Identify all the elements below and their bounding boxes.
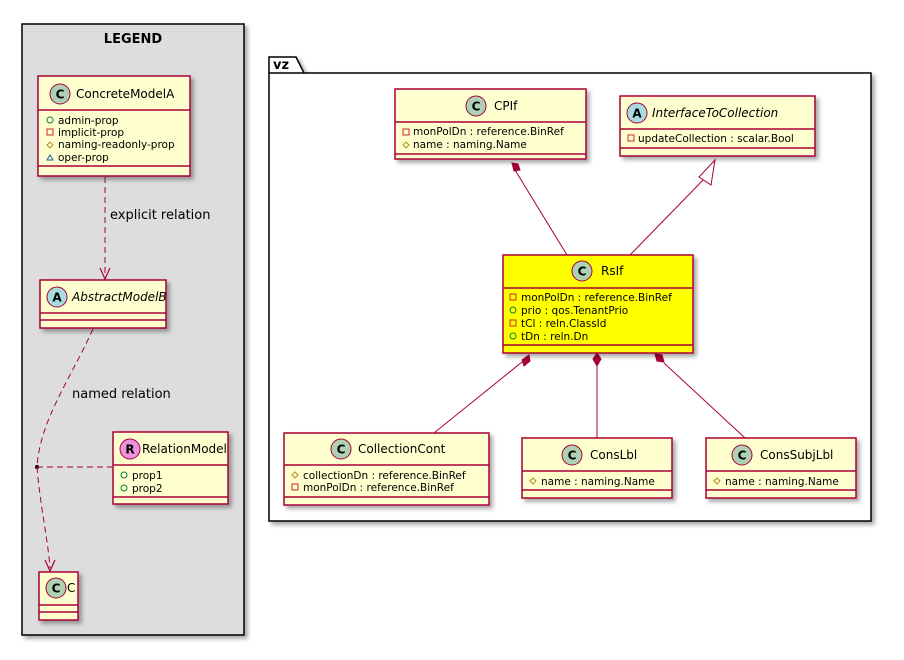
public-visibility-icon (120, 484, 128, 492)
svg-text:C: C (568, 449, 577, 463)
svg-text:C: C (52, 582, 61, 596)
private-visibility-icon (402, 128, 410, 136)
private-visibility-icon (46, 128, 54, 136)
edge-rsif-collectioncont-composition (433, 354, 531, 434)
class-badge-icon (465, 95, 487, 117)
edge-named-relation: named relation (35, 328, 171, 573)
legend-panel: LEGEND C ConcreteModelA admin-prop impli… (21, 23, 245, 636)
attr-tdn: tDn : reln.Dn (521, 331, 588, 343)
class-cons-lbl[interactable]: C ConsLbl name : naming.Name (521, 437, 673, 499)
private-visibility-icon (509, 293, 517, 301)
public-visibility-icon (509, 306, 517, 314)
edge-rsif-interface-inheritance (629, 158, 716, 256)
private-visibility-icon (627, 134, 635, 142)
class-collection-cont[interactable]: C CollectionCont collectionDn : referenc… (283, 432, 490, 506)
attr-naming-readonly-prop: naming-readonly-prop (58, 139, 175, 151)
legend-title: LEGEND (104, 32, 163, 47)
attr-implicit-prop: implicit-prop (58, 127, 124, 139)
package-vz: vz C CPIf (268, 56, 872, 522)
class-relation-model[interactable]: R RelationModel prop1 prop2 (112, 431, 229, 505)
svg-text:A: A (632, 107, 642, 121)
explicit-relation-label: explicit relation (110, 208, 210, 223)
class-c[interactable]: C C (38, 571, 79, 621)
svg-text:A: A (52, 291, 62, 305)
svg-text:C: C (578, 265, 587, 279)
class-badge-icon (49, 83, 71, 105)
abstract-badge-icon (626, 102, 648, 124)
relation-badge-icon (119, 438, 141, 460)
edge-rsif-conslbl-composition (592, 352, 602, 438)
public-visibility-icon (120, 471, 128, 479)
class-name: ConsLbl (590, 448, 637, 462)
class-badge-icon (561, 444, 583, 466)
class-name: CPIf (494, 99, 518, 113)
protected-visibility-icon (713, 477, 721, 485)
attr-monpoldn: monPolDn : reference.BinRef (413, 126, 564, 138)
svg-text:C: C (56, 88, 65, 102)
attr-monpoldn: monPolDn : reference.BinRef (521, 292, 672, 304)
class-name: CollectionCont (358, 442, 446, 456)
attr-collectiondn: collectionDn : reference.BinRef (303, 470, 466, 482)
attr-monpoldn: monPolDn : reference.BinRef (303, 482, 454, 494)
class-concrete-model-a[interactable]: C ConcreteModelA admin-prop implicit-pro… (37, 75, 191, 177)
attr-admin-prop: admin-prop (58, 115, 119, 127)
class-name: RsIf (601, 264, 624, 278)
svg-text:C: C (738, 449, 747, 463)
edge-cpif-rsif-composition (511, 162, 568, 256)
class-name: ConcreteModelA (76, 87, 175, 101)
protected-visibility-icon (402, 141, 410, 149)
package-title: vz (273, 58, 289, 73)
class-interface-to-collection[interactable]: A InterfaceToCollection updateCollection… (619, 95, 816, 157)
attr-oper-prop: oper-prop (58, 152, 109, 164)
attr-name: name : naming.Name (413, 139, 527, 151)
edge-explicit-relation: explicit relation (99, 177, 210, 281)
attr-prop2: prop2 (132, 483, 163, 495)
attr-name: name : naming.Name (725, 476, 839, 488)
composition-diamond-icon (592, 352, 602, 368)
package-visibility-icon (46, 154, 54, 161)
class-name: InterfaceToCollection (652, 106, 778, 120)
class-badge-icon (330, 438, 352, 460)
attr-prio: prio : qos.TenantPrio (521, 305, 628, 317)
class-badge-icon (45, 577, 67, 599)
public-visibility-icon (46, 116, 54, 124)
svg-text:C: C (472, 100, 481, 114)
class-name: AbstractModelB (71, 290, 167, 304)
class-name: C (67, 581, 75, 595)
attr-prop1: prop1 (132, 470, 163, 482)
inheritance-triangle-icon (698, 158, 716, 186)
class-cons-subj-lbl[interactable]: C ConsSubjLbl name : naming.Name (705, 437, 857, 499)
protected-visibility-icon (46, 141, 54, 149)
attr-tcl: tCl : reln.ClassId (521, 318, 606, 330)
protected-visibility-icon (529, 477, 537, 485)
composition-diamond-icon (521, 354, 531, 367)
class-badge-icon (731, 444, 753, 466)
svg-text:C: C (337, 443, 346, 457)
class-rsif[interactable]: C RsIf monPolDn : reference.BinRef prio … (502, 254, 694, 354)
private-visibility-icon (291, 483, 299, 491)
public-visibility-icon (509, 332, 517, 340)
class-cpif[interactable]: C CPIf monPolDn : reference.BinRef name … (394, 88, 587, 160)
composition-diamond-icon (511, 162, 521, 172)
edge-rsif-conssubjlbl-composition (654, 353, 746, 439)
class-name: ConsSubjLbl (760, 448, 833, 462)
class-name: RelationModel (142, 442, 227, 456)
private-visibility-icon (509, 319, 517, 327)
attr-updatecollection: updateCollection : scalar.Bool (638, 133, 794, 145)
named-relation-label: named relation (72, 387, 171, 402)
svg-text:R: R (125, 443, 134, 457)
protected-visibility-icon (291, 471, 299, 479)
abstract-badge-icon (46, 286, 68, 308)
class-badge-icon (571, 260, 593, 282)
composition-diamond-icon (654, 353, 665, 363)
attr-name: name : naming.Name (541, 476, 655, 488)
class-abstract-model-b[interactable]: A AbstractModelB (39, 279, 167, 329)
